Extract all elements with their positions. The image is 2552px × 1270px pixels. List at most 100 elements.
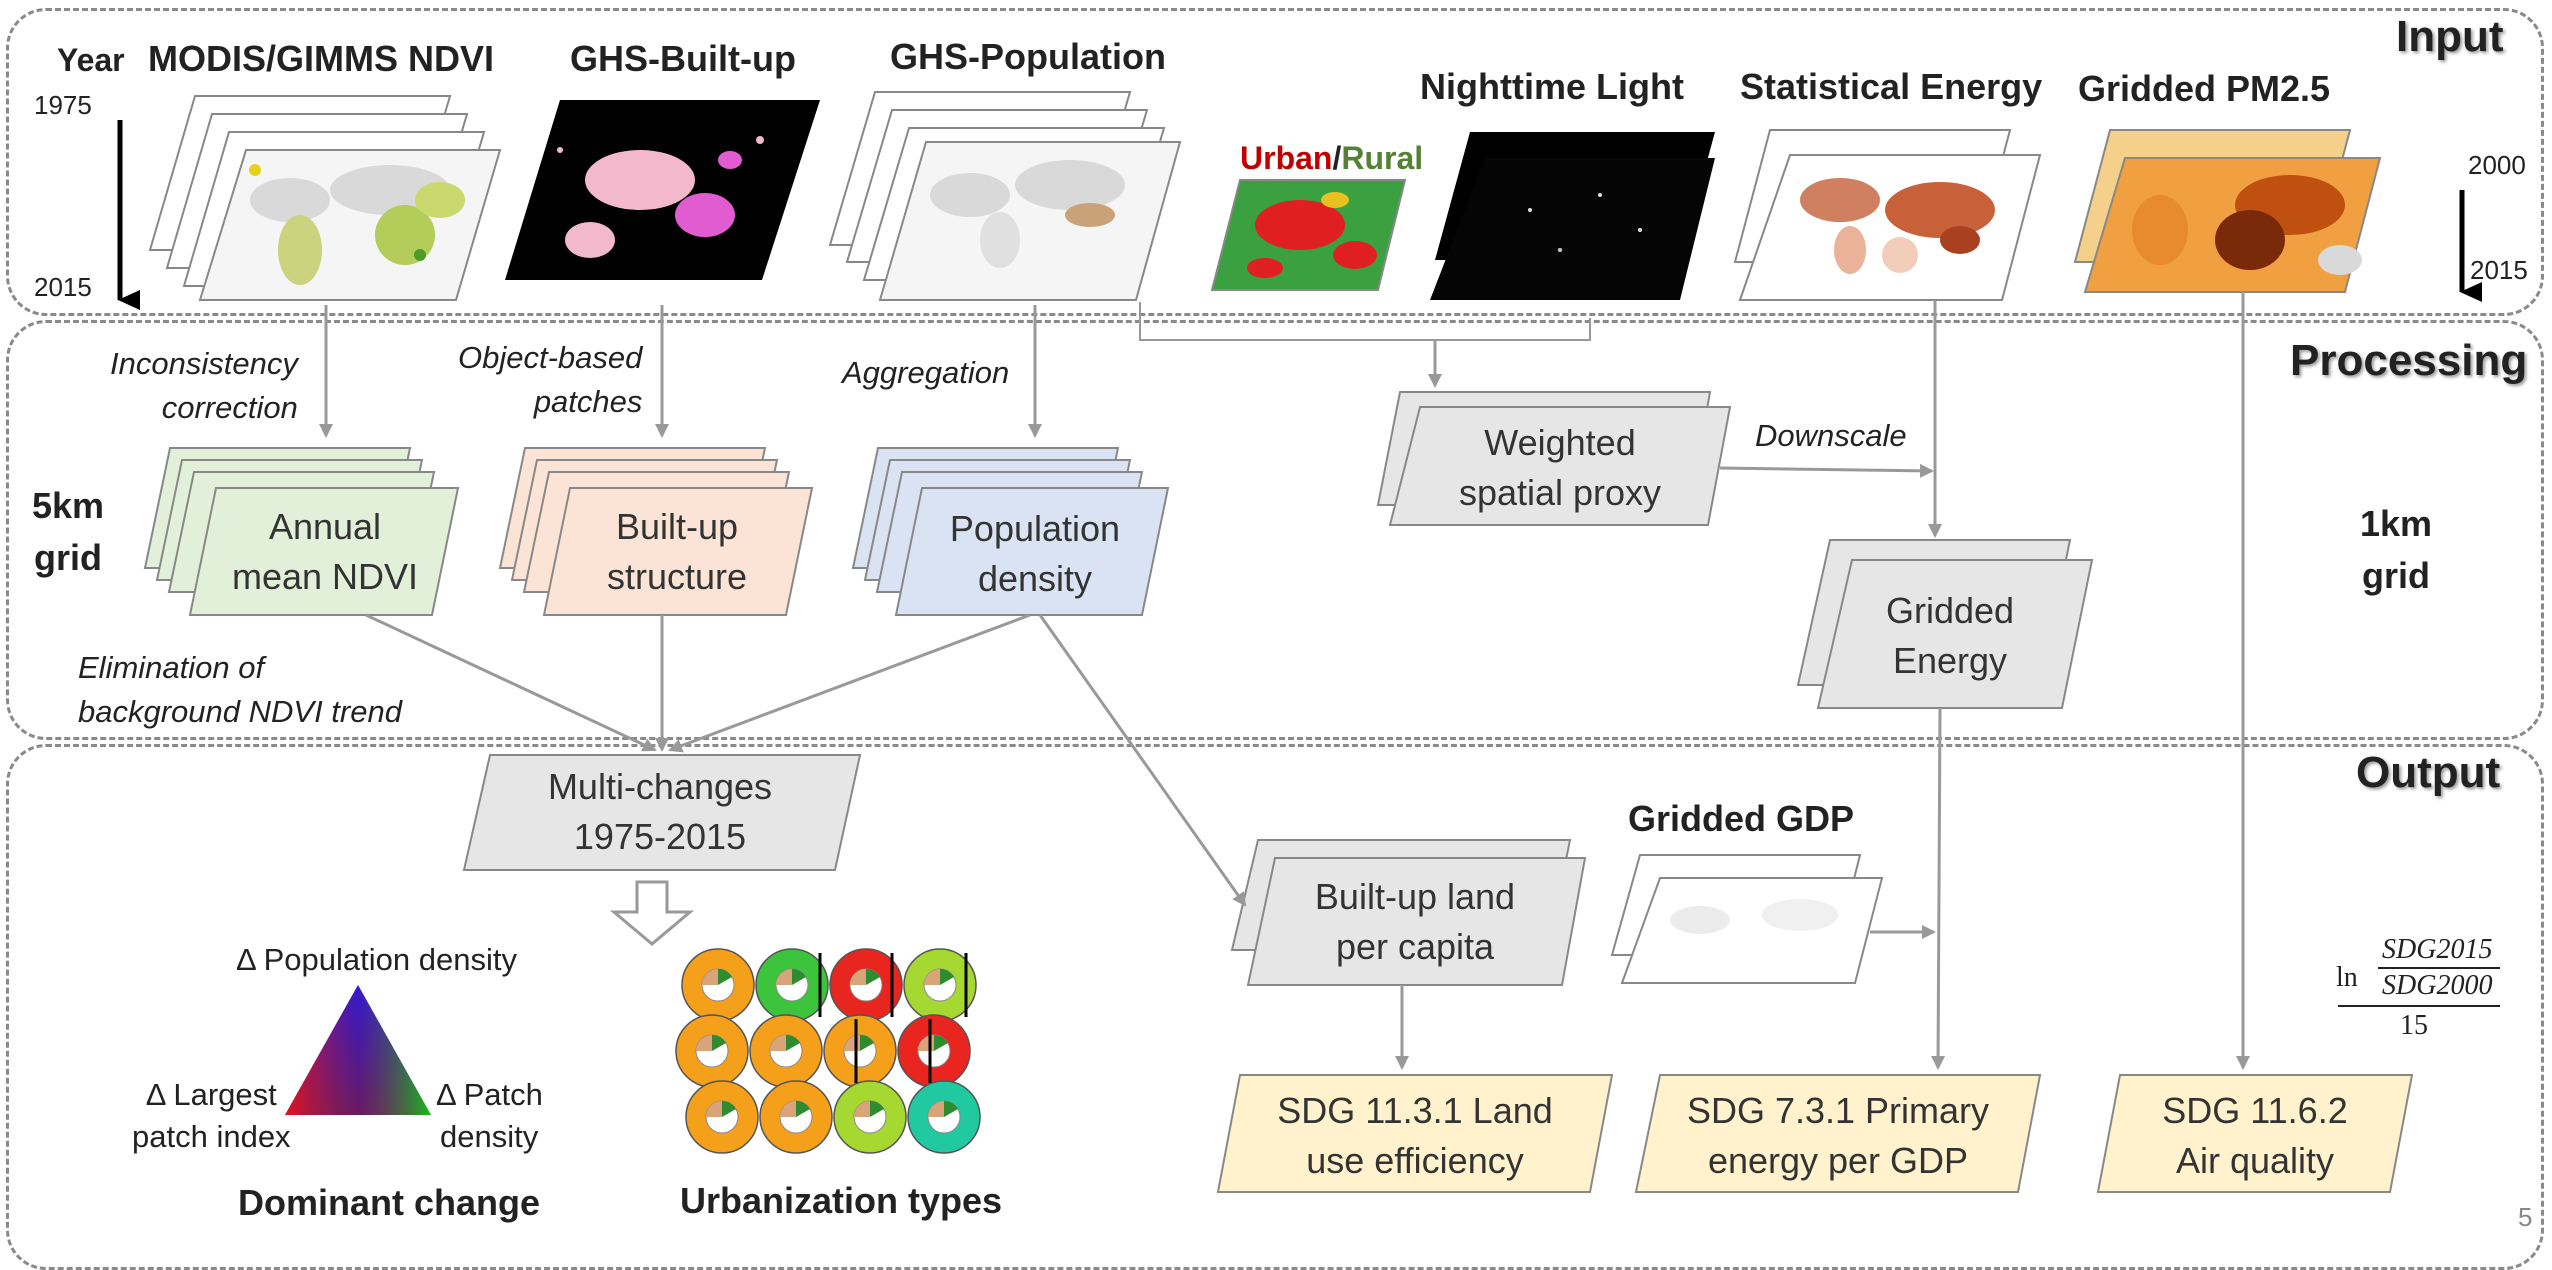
- population-box-stack: [851, 447, 1170, 616]
- dataset-nighttime-light: Nighttime Light: [1420, 66, 1684, 107]
- step-inconsistency: Inconsistency correction: [110, 342, 298, 430]
- multi-changes-line1: Multi-changes: [547, 766, 773, 807]
- sdg-air-box: [2096, 1074, 2414, 1193]
- box-ndvi-label: Annual mean NDVI: [210, 502, 440, 602]
- builtup-per-capita-box: [1246, 857, 1587, 986]
- urbanization-type-wedge: [722, 1100, 736, 1117]
- urbanization-type-wedge: [706, 1101, 722, 1117]
- urbanization-type-wedge: [780, 1101, 796, 1117]
- year-start-label: 1975: [34, 90, 92, 120]
- dataset-builtup: GHS-Built-up: [570, 38, 796, 79]
- box-builtup-line2: structure: [606, 556, 748, 597]
- box-ndvi-line2: mean NDVI: [231, 556, 419, 597]
- urban-rural-label: Urban/Rural: [1240, 140, 1423, 177]
- sdg-land-line2: use efficiency: [1306, 1140, 1524, 1181]
- triangle-right-line2: density: [440, 1119, 539, 1154]
- multi-changes-line2: 1975-2015: [573, 816, 747, 857]
- urbanization-type-wedge: [712, 1034, 726, 1051]
- step-inconsistency-line1: Inconsistency: [110, 346, 298, 381]
- input-title: Input: [2396, 12, 2504, 61]
- sdg-air-line2: Air quality: [2175, 1140, 2335, 1181]
- gridded-energy-box-stack: [1796, 539, 2094, 709]
- grid-1km-line2: grid: [2362, 555, 2431, 596]
- grid-5km-label: 5km grid: [32, 480, 104, 584]
- urbanization-types-grid: [675, 948, 981, 1154]
- dataset-population: GHS-Population: [890, 36, 1166, 77]
- sdg-energy-box: [1634, 1074, 2042, 1193]
- box-population-line2: density: [977, 558, 1093, 599]
- right-year-start-label: 2000: [2468, 150, 2526, 180]
- box-energy-label: Gridded Energy: [1830, 586, 2070, 686]
- dominant-change-label: Dominant change: [238, 1182, 541, 1223]
- urbanization-type-wedge: [866, 968, 880, 985]
- multi-changes-box: [462, 754, 862, 871]
- down-hollow-arrow: [609, 880, 695, 946]
- urban-rural-map: [1210, 179, 1407, 291]
- step-aggregation: Aggregation: [842, 355, 1010, 390]
- proxy-box-stack: [1376, 391, 1732, 526]
- dataset-pm25: Gridded PM2.5: [2078, 68, 2331, 109]
- input-section: [6, 8, 2544, 316]
- builtup-box-stack: [498, 447, 814, 616]
- urbanization-type-wedge: [796, 1100, 810, 1117]
- triangle-left-line2: patch index: [132, 1119, 291, 1154]
- builtup-per-capita-line2: per capita: [1335, 926, 1495, 967]
- urbanization-type-wedge: [770, 1035, 786, 1051]
- urbanization-types-label: Urbanization types: [680, 1180, 1003, 1221]
- urbanization-type-wedge: [718, 968, 732, 985]
- rural-label: Rural: [1341, 140, 1424, 176]
- processing-section: [6, 320, 2544, 740]
- box-ndvi-line1: Annual: [268, 506, 382, 547]
- urbanization-type-wedge: [702, 969, 718, 985]
- sdg-land-line1: SDG 11.3.1 Land: [1277, 1090, 1553, 1131]
- urbanization-type-wedge: [850, 969, 866, 985]
- ndvi-box-stack: [143, 447, 460, 616]
- box-population-line1: Population: [949, 508, 1121, 549]
- sdg-land-label: SDG 11.3.1 Land use efficiency: [1230, 1086, 1600, 1186]
- urbanization-type-wedge: [928, 1101, 944, 1117]
- gdp-map-stack: [1610, 854, 1884, 984]
- step-elimination-line1: Elimination of: [78, 650, 265, 685]
- grid-1km-label: 1km grid: [2360, 498, 2432, 602]
- step-inconsistency-line2: correction: [161, 390, 298, 425]
- population-map-stack: [828, 91, 1182, 301]
- processing-title: Processing: [2290, 336, 2528, 385]
- urbanization-type-wedge: [924, 969, 940, 985]
- dataset-statistical-energy: Statistical Energy: [1740, 66, 2043, 107]
- grid-1km-line1: 1km: [2360, 503, 2433, 544]
- triangle-left-label: Δ Largest patch index: [132, 1074, 291, 1158]
- year-end-label: 2015: [34, 272, 92, 302]
- box-energy-line2: Energy: [1892, 640, 2008, 681]
- sdg-air-label: SDG 11.6.2 Air quality: [2110, 1086, 2400, 1186]
- step-elimination: Elimination of background NDVI trend: [78, 646, 402, 734]
- formula-divisor: 15: [2400, 1010, 2428, 1041]
- step-object-based: Object-based patches: [458, 336, 642, 424]
- urbanization-type-wedge: [776, 969, 792, 985]
- sdg-land-box: [1216, 1074, 1614, 1193]
- builtup-per-capita-label: Built-up land per capita: [1260, 872, 1570, 972]
- step-downscale: Downscale: [1755, 418, 1907, 453]
- right-year-end-label: 2015: [2470, 255, 2528, 285]
- urbanization-type-wedge: [860, 1034, 874, 1051]
- sdg-energy-line1: SDG 7.3.1 Primary: [1686, 1090, 1990, 1131]
- box-population-label: Population density: [915, 504, 1155, 604]
- year-label: Year: [57, 42, 125, 78]
- page-number: 5: [2518, 1202, 2533, 1232]
- builtup-map: [505, 100, 820, 280]
- sdg-energy-label: SDG 7.3.1 Primary energy per GDP: [1648, 1086, 2028, 1186]
- multi-changes-label: Multi-changes 1975-2015: [475, 762, 845, 862]
- formula-ln: ln: [2336, 962, 2358, 993]
- urban-label: Urban: [1240, 140, 1333, 176]
- dataset-ndvi: MODIS/GIMMS NDVI: [148, 38, 495, 79]
- box-builtup-label: Built-up structure: [562, 502, 792, 602]
- statistical-energy-stack: [1733, 129, 2042, 301]
- urbanization-type-wedge: [940, 968, 954, 985]
- formula-numerator: SDG2015: [2382, 934, 2493, 965]
- builtup-per-capita-line1: Built-up land: [1314, 876, 1516, 917]
- urbanization-type-wedge: [934, 1034, 948, 1051]
- step-object-line2: patches: [533, 384, 643, 419]
- gdp-title: Gridded GDP: [1628, 798, 1855, 839]
- triangle-right-label: Δ Patch density: [436, 1074, 543, 1158]
- urbanization-type-wedge: [854, 1101, 870, 1117]
- urbanization-type-wedge: [696, 1035, 712, 1051]
